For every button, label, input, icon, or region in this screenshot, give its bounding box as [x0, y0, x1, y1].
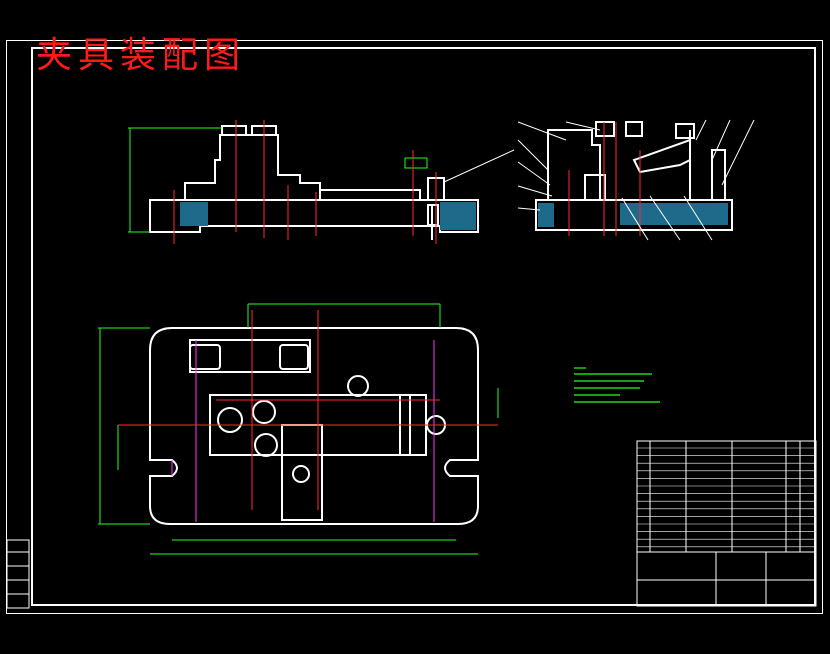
plan-dimensions — [98, 303, 499, 555]
drawing-border-inner — [31, 47, 816, 606]
side-view — [535, 121, 733, 231]
parts-list — [636, 440, 817, 607]
side-leaders — [517, 119, 755, 241]
plan-base-outline — [149, 327, 479, 525]
side-slot — [584, 174, 606, 200]
plan-slider — [281, 424, 323, 521]
margin-table — [6, 539, 30, 609]
side-left-body — [547, 129, 601, 200]
side-screw-2 — [625, 121, 643, 137]
front-arm — [320, 189, 421, 200]
parts-list-rows — [637, 447, 816, 548]
front-pin-body — [427, 204, 439, 226]
plan-hole-1 — [217, 407, 243, 433]
technical-notes — [574, 367, 660, 403]
side-base — [535, 199, 733, 231]
drawing-border-outer — [6, 40, 823, 614]
front-centerlines — [173, 120, 437, 244]
plan-hole-4 — [347, 375, 369, 397]
side-screw-1 — [595, 121, 615, 137]
front-body — [184, 134, 321, 200]
front-leader — [443, 149, 515, 183]
side-clamp-arm — [632, 138, 691, 174]
plan-centerlines — [118, 310, 498, 510]
side-right-body — [689, 130, 726, 201]
front-hatch-right — [440, 202, 476, 230]
front-view — [149, 125, 479, 240]
plan-hole-3 — [254, 433, 278, 457]
plan-hidden — [171, 340, 435, 522]
front-hatch-left — [180, 202, 208, 226]
front-dimensions — [128, 127, 222, 233]
plan-hole-6 — [292, 465, 310, 483]
plan-view — [149, 327, 479, 525]
front-clamp-1 — [221, 125, 247, 136]
front-screw — [404, 157, 428, 169]
plan-hole-2 — [252, 400, 276, 424]
side-screw-3 — [675, 123, 695, 139]
drawing-title: 夹具装配图 — [36, 35, 247, 76]
side-centerlines — [568, 122, 641, 236]
side-hatch — [620, 203, 728, 225]
